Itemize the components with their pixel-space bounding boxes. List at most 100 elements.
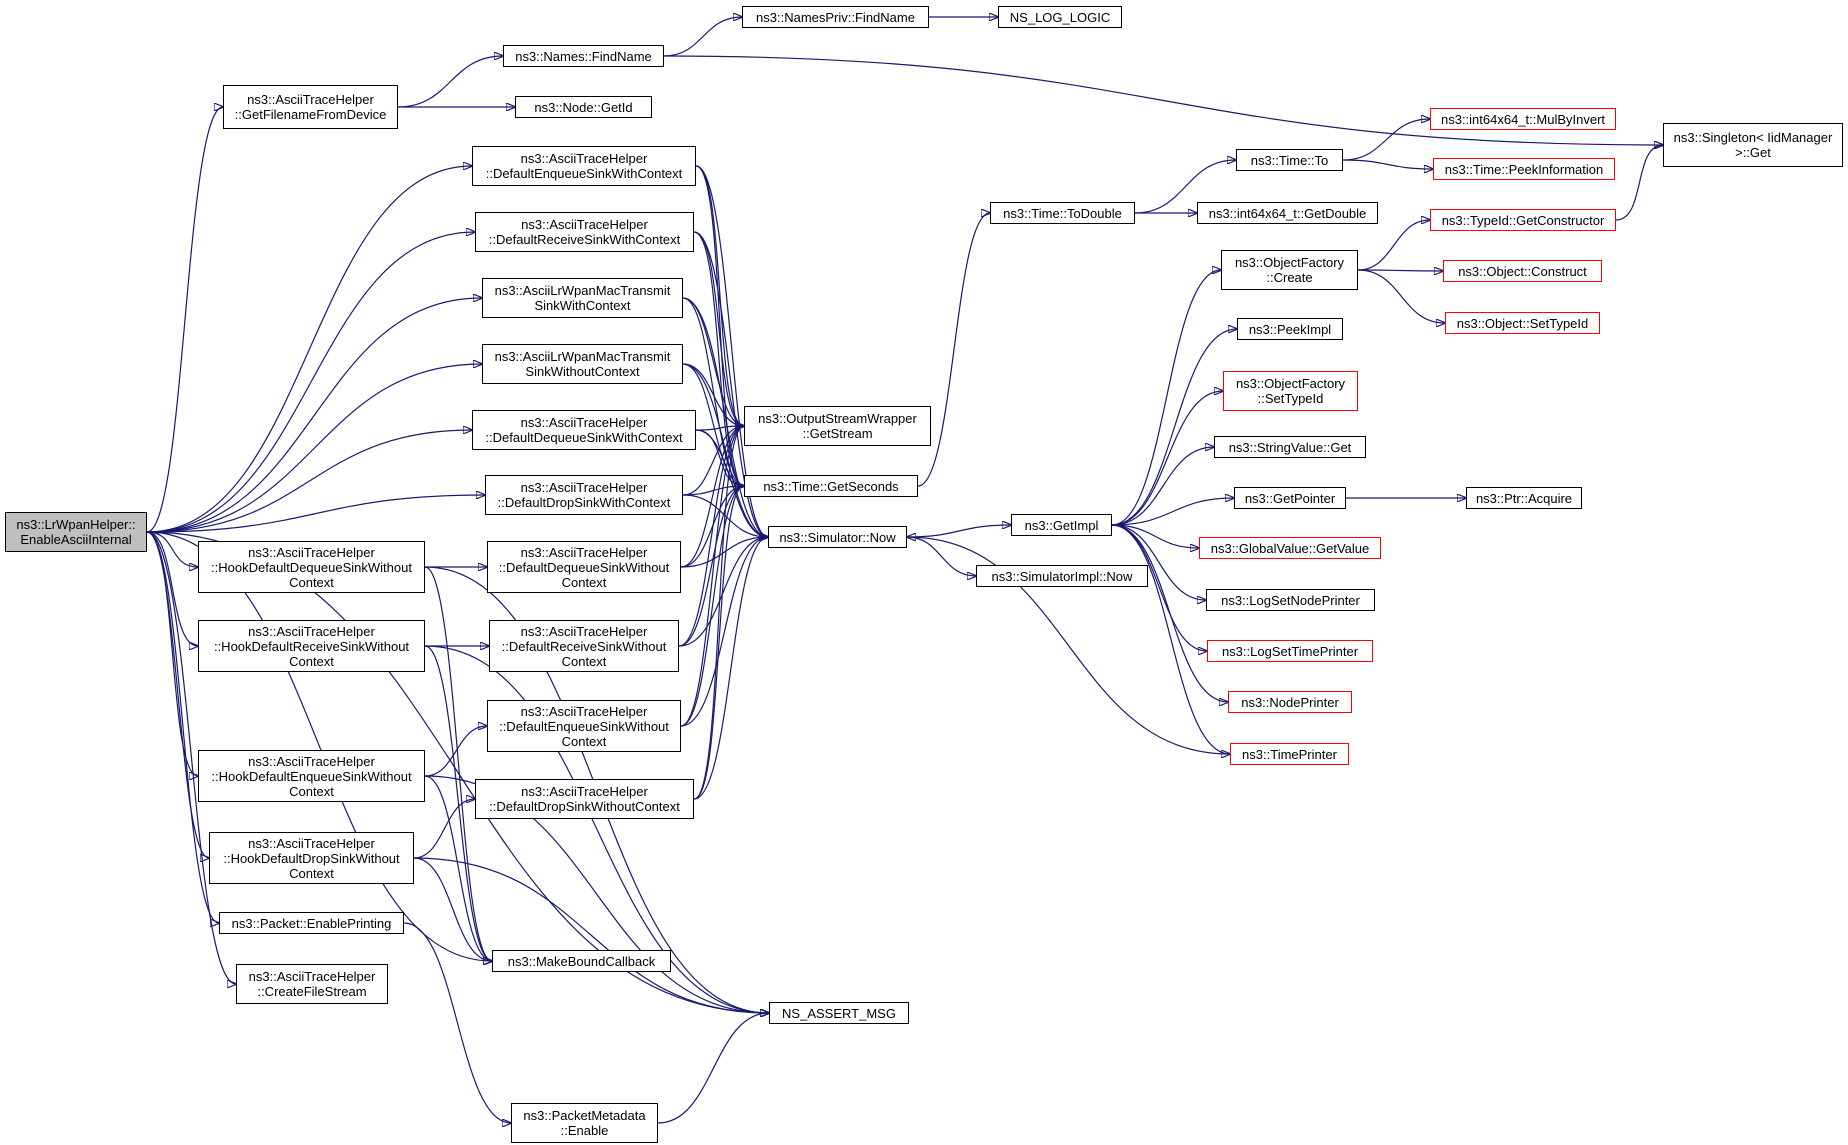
node-pkt-enableprinting[interactable]: ns3::Packet::EnablePrinting	[219, 912, 404, 934]
node-ns-log-logic[interactable]: NS_LOG_LOGIC	[998, 6, 1122, 28]
node-hook-deq[interactable]: ns3::AsciiTraceHelper::HookDefaultDequeu…	[198, 541, 425, 593]
edge-def-enq-noctx-to-osw-getstream	[680, 426, 744, 727]
node-peekimpl[interactable]: ns3::PeekImpl	[1237, 318, 1343, 340]
edge-root-to-pkt-enableprinting	[146, 531, 219, 923]
node-typeid-getconstructor[interactable]: ns3::TypeId::GetConstructor	[1430, 209, 1616, 231]
node-def-deq-ctx[interactable]: ns3::AsciiTraceHelper::DefaultDequeueSin…	[472, 410, 696, 450]
node-hook-drop[interactable]: ns3::AsciiTraceHelper::HookDefaultDropSi…	[209, 832, 414, 884]
edge-def-rcv-noctx-to-osw-getstream	[678, 426, 744, 647]
node-create-file-stream[interactable]: ns3::AsciiTraceHelper::CreateFileStream	[236, 964, 388, 1004]
node-getimpl[interactable]: ns3::GetImpl	[1011, 514, 1112, 536]
edge-root-to-mac-tx-noctx	[146, 364, 482, 533]
node-names-findname[interactable]: ns3::Names::FindName	[503, 45, 664, 67]
node-logsettimeprinter[interactable]: ns3::LogSetTimePrinter	[1207, 640, 1373, 662]
node-namespriv-findname[interactable]: ns3::NamesPriv::FindName	[742, 6, 929, 28]
node-label-line: ns3::Time::To	[1250, 152, 1329, 168]
node-object-construct[interactable]: ns3::Object::Construct	[1443, 260, 1602, 282]
edge-def-drop-noctx-to-sim-now	[693, 537, 768, 800]
node-time-to[interactable]: ns3::Time::To	[1236, 149, 1343, 171]
edge-mac-tx-noctx-to-sim-now	[682, 363, 768, 537]
node-label-line: ns3::Object::Construct	[1458, 263, 1587, 279]
node-label-line: ::Create	[1266, 270, 1313, 285]
node-label-line: ns3::PeekImpl	[1248, 321, 1332, 337]
node-label-line: ns3::AsciiTraceHelper	[520, 703, 648, 719]
node-label-line: ns3::OutputStreamWrapper	[758, 411, 917, 426]
edge-getimpl-to-objfactory-settypeid	[1111, 391, 1223, 526]
node-pktmeta-enable[interactable]: ns3::PacketMetadata::Enable	[511, 1103, 658, 1143]
edge-root-to-create-file-stream	[146, 531, 236, 984]
node-label-line: Context	[289, 574, 334, 590]
node-getpointer[interactable]: ns3::GetPointer	[1234, 487, 1346, 509]
node-sim-now[interactable]: ns3::Simulator::Now	[768, 526, 907, 548]
edge-objfactory-create-to-object-settypeid	[1357, 269, 1445, 323]
node-logsetnodeprinter[interactable]: ns3::LogSetNodePrinter	[1206, 589, 1375, 611]
edge-def-deq-noctx-to-osw-getstream	[680, 426, 744, 568]
node-make-bound-callback[interactable]: ns3::MakeBoundCallback	[492, 950, 671, 972]
edge-getfilename-to-names-findname	[397, 56, 503, 108]
node-ns-assert-msg[interactable]: NS_ASSERT_MSG	[769, 1002, 909, 1024]
node-objfactory-settypeid[interactable]: ns3::ObjectFactory::SetTypeId	[1223, 371, 1358, 411]
node-label-line: NS_LOG_LOGIC	[1009, 9, 1111, 25]
node-mulbyinvert[interactable]: ns3::int64x64_t::MulByInvert	[1430, 108, 1616, 130]
node-hook-enq[interactable]: ns3::AsciiTraceHelper::HookDefaultEnqueu…	[198, 750, 425, 802]
node-time-getseconds[interactable]: ns3::Time::GetSeconds	[744, 475, 918, 497]
node-simimpl-now[interactable]: ns3::SimulatorImpl::Now	[976, 565, 1148, 587]
edge-hook-drop-to-def-drop-noctx	[413, 799, 475, 859]
node-objfactory-create[interactable]: ns3::ObjectFactory::Create	[1221, 250, 1358, 290]
node-node-getid[interactable]: ns3::Node::GetId	[515, 96, 652, 118]
node-def-rcv-ctx[interactable]: ns3::AsciiTraceHelper::DefaultReceiveSin…	[475, 212, 694, 252]
node-hook-rcv[interactable]: ns3::AsciiTraceHelper::HookDefaultReceiv…	[198, 620, 425, 672]
node-singleton-get[interactable]: ns3::Singleton< IidManager>::Get	[1663, 123, 1843, 167]
node-peekinformation[interactable]: ns3::Time::PeekInformation	[1433, 158, 1615, 180]
node-object-settypeid[interactable]: ns3::Object::SetTypeId	[1445, 312, 1600, 334]
edge-def-rcv-ctx-to-time-getseconds	[693, 231, 744, 486]
node-label-line: ns3::Time::ToDouble	[1003, 205, 1122, 221]
node-label-line: ::HookDefaultEnqueueSinkWithout	[211, 768, 412, 784]
edge-hook-rcv-to-ns-assert-msg	[424, 645, 769, 1013]
node-globalvalue-getvalue[interactable]: ns3::GlobalValue::GetValue	[1199, 537, 1381, 559]
node-label-line: ns3::AsciiTraceHelper	[520, 151, 648, 166]
edge-root-to-def-enq-ctx	[146, 166, 472, 533]
node-nodeprinter[interactable]: ns3::NodePrinter	[1228, 691, 1352, 713]
node-label-line: ns3::GetImpl	[1024, 517, 1099, 533]
node-label-line: SinkWithoutContext	[525, 364, 640, 379]
edge-def-drop-noctx-to-osw-getstream	[693, 426, 744, 800]
node-label-line: ::GetStream	[802, 426, 873, 441]
node-def-drop-noctx[interactable]: ns3::AsciiTraceHelper::DefaultDropSinkWi…	[475, 779, 694, 819]
node-label-line: ns3::PacketMetadata	[523, 1108, 646, 1123]
edge-getimpl-to-getpointer	[1111, 498, 1234, 526]
node-getfilename[interactable]: ns3::AsciiTraceHelper::GetFilenameFromDe…	[223, 85, 398, 129]
edge-root-to-def-rcv-ctx	[146, 232, 475, 533]
edge-mac-tx-noctx-to-time-getseconds	[682, 363, 744, 486]
node-osw-getstream[interactable]: ns3::OutputStreamWrapper::GetStream	[744, 406, 931, 446]
edge-def-enq-ctx-to-time-getseconds	[695, 165, 744, 486]
node-label-line: ::Enable	[560, 1123, 609, 1138]
node-label-line: ns3::Singleton< IidManager	[1673, 130, 1833, 145]
node-def-enq-noctx[interactable]: ns3::AsciiTraceHelper::DefaultEnqueueSin…	[487, 700, 681, 752]
node-def-drop-ctx[interactable]: ns3::AsciiTraceHelper::DefaultDropSinkWi…	[485, 475, 683, 515]
node-label-line: Context	[561, 653, 607, 669]
edge-hook-drop-to-ns-assert-msg	[413, 857, 769, 1013]
node-def-enq-ctx[interactable]: ns3::AsciiTraceHelper::DefaultEnqueueSin…	[472, 146, 696, 186]
edge-root-to-getfilename	[146, 107, 223, 533]
node-int64-getdouble[interactable]: ns3::int64x64_t::GetDouble	[1197, 202, 1378, 224]
edge-names-findname-to-singleton-get	[663, 55, 1663, 145]
node-time-todouble[interactable]: ns3::Time::ToDouble	[990, 202, 1135, 224]
node-timeprinter[interactable]: ns3::TimePrinter	[1230, 743, 1349, 765]
node-ptr-acquire[interactable]: ns3::Ptr::Acquire	[1466, 487, 1582, 509]
edge-root-to-def-deq-ctx	[146, 430, 472, 533]
edge-time-to-to-mulbyinvert	[1342, 119, 1430, 161]
node-label-line: ns3::TimePrinter	[1242, 746, 1337, 762]
node-label-line: ns3::LogSetTimePrinter	[1221, 643, 1359, 659]
node-def-deq-noctx[interactable]: ns3::AsciiTraceHelper::DefaultDequeueSin…	[487, 541, 681, 593]
node-label-line: ::DefaultDropSinkWithoutContext	[489, 799, 680, 814]
node-def-rcv-noctx[interactable]: ns3::AsciiTraceHelper::DefaultReceiveSin…	[489, 620, 679, 672]
node-label-line: ::DefaultDequeueSinkWithContext	[485, 430, 683, 445]
node-stringvalue-get[interactable]: ns3::StringValue::Get	[1214, 436, 1366, 458]
node-label-line: ns3::AsciiTraceHelper	[248, 544, 375, 560]
edge-typeid-getconstructor-to-singleton-get	[1615, 145, 1663, 221]
edge-objfactory-create-to-typeid-getconstructor	[1357, 220, 1430, 271]
